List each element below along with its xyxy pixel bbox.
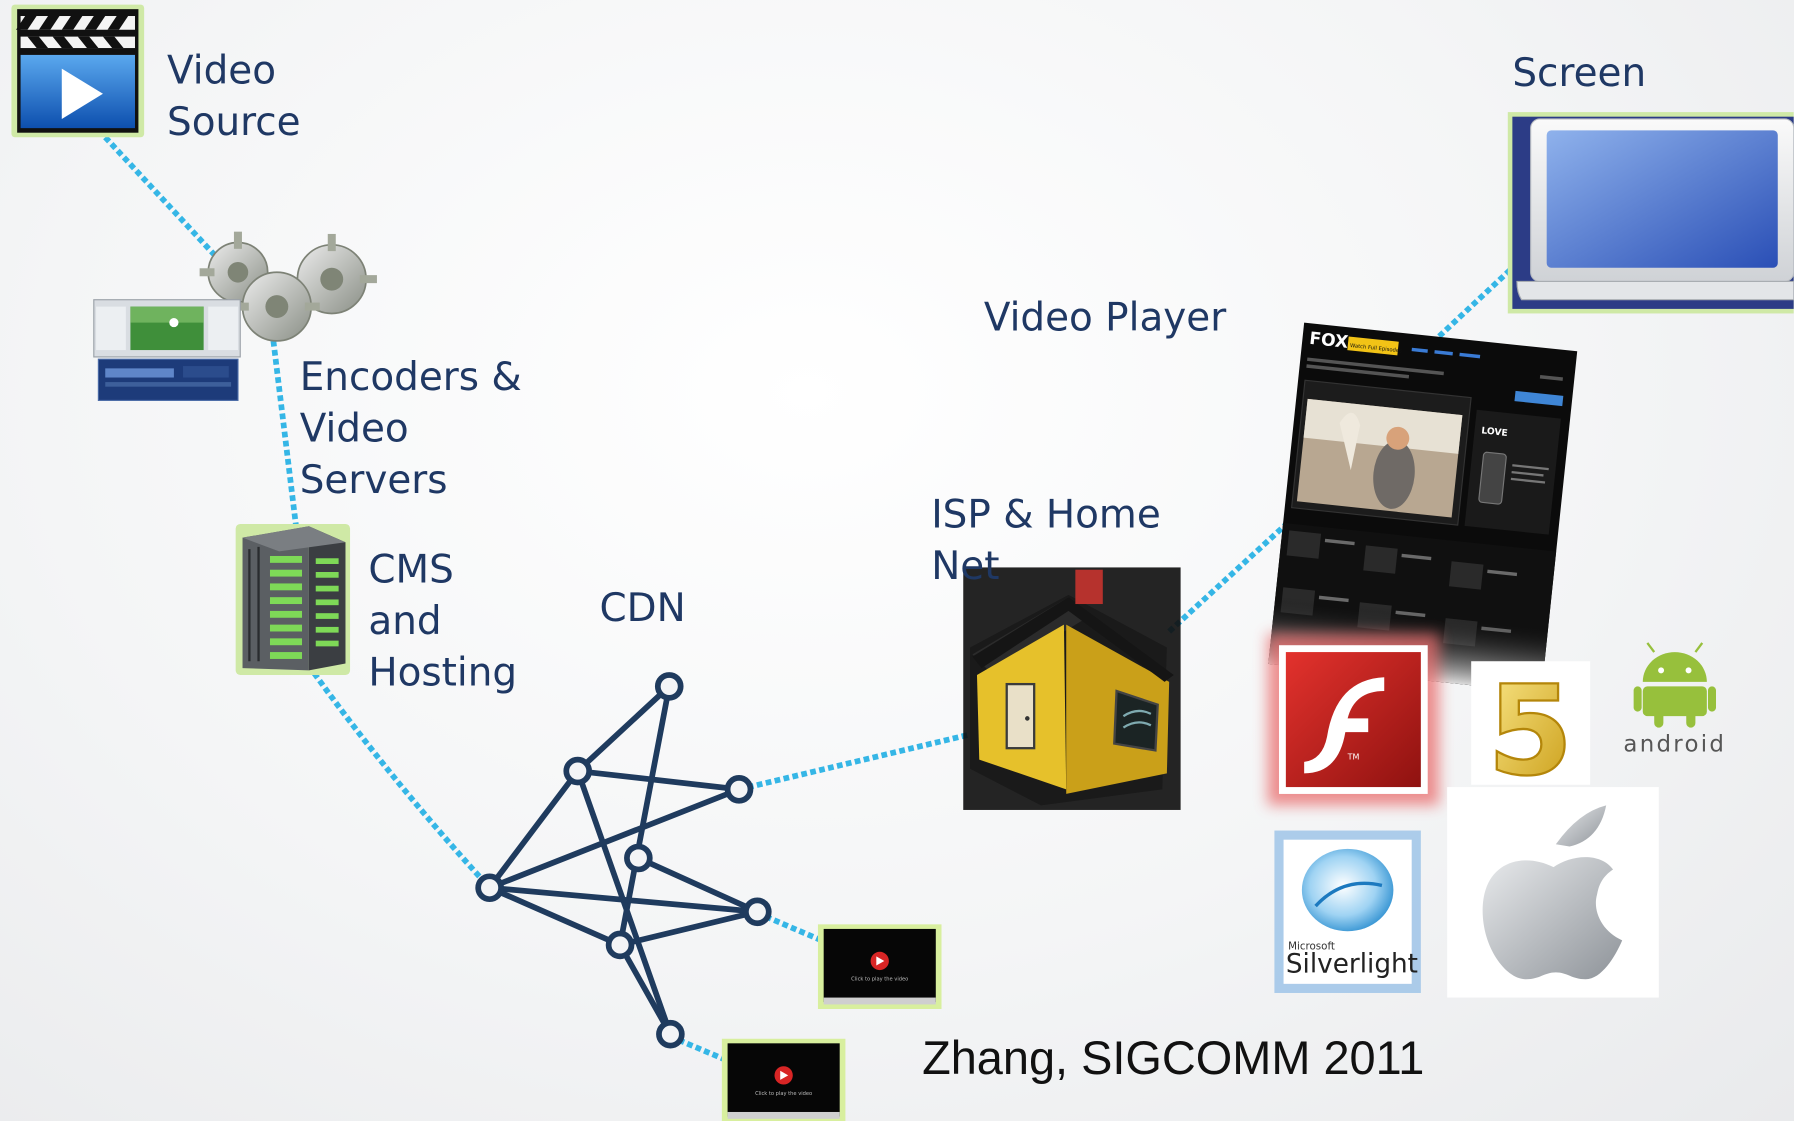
clapperboard-icon: [11, 4, 145, 138]
android-wordmark: android: [1623, 732, 1726, 758]
citation: Zhang, SIGCOMM 2011: [922, 1031, 1425, 1085]
silverlight-logo: Microsoft Silverlight: [1274, 830, 1421, 993]
label-cms: CMS and Hosting: [368, 545, 517, 699]
label-line: Encoders &: [299, 354, 522, 401]
label-line: Hosting: [368, 649, 518, 696]
label-video-source: Video Source: [167, 46, 301, 149]
label-line: ISP & Home: [931, 491, 1161, 538]
cdn-node: [624, 843, 653, 873]
encoder-screenshot: [93, 299, 241, 401]
fox-logo: FOX: [1308, 329, 1349, 353]
cdn-node: [743, 897, 772, 927]
link-encoders-cms: [269, 331, 301, 539]
label-encoders: Encoders & Video Servers: [300, 352, 522, 506]
flash-trademark: TM: [1347, 753, 1360, 762]
label-line: and: [368, 598, 442, 645]
cdn-network: [475, 672, 772, 1049]
mini-player-caption: Click to play the video: [851, 976, 908, 982]
label-line: Source: [167, 99, 301, 146]
house-icon: [963, 567, 1181, 810]
apple-logo: [1447, 787, 1659, 998]
label-line: Servers: [299, 457, 448, 504]
mini-player-2: Click to play the video: [721, 1038, 846, 1121]
laptop-icon: [1507, 112, 1794, 314]
label-line: Video: [167, 48, 277, 94]
flash-logo: TM: [1267, 633, 1440, 806]
label-line: Net: [931, 543, 1000, 590]
mini-player-caption: Click to play the video: [755, 1091, 812, 1097]
label-line: Video: [299, 406, 409, 452]
cdn-node: [654, 672, 684, 701]
watch-episodes-button: Watch Full Episodes: [1350, 343, 1403, 354]
android-logo: android: [1623, 642, 1726, 758]
link-home-player: [1167, 453, 1364, 634]
html5-logo: 5: [1471, 658, 1591, 804]
link-cms-cdn: [306, 664, 492, 890]
label-screen: Screen: [1512, 50, 1647, 97]
html5-digit: 5: [1487, 659, 1573, 803]
cdn-node: [656, 1019, 685, 1049]
label-cdn: CDN: [599, 585, 686, 632]
cdn-node: [475, 873, 504, 903]
link-player-screen: [1437, 267, 1513, 339]
cdn-node: [563, 756, 593, 786]
label-line: CMS: [368, 546, 454, 593]
label-video-player: Video Player: [983, 295, 1227, 341]
link-source-encoders: [103, 135, 227, 268]
server-rack-icon: [235, 523, 351, 675]
mini-player-1: Click to play the video: [817, 924, 942, 1010]
cdn-node: [724, 775, 754, 804]
cdn-node: [605, 930, 635, 960]
label-isp: ISP & Home Net: [931, 490, 1161, 593]
silverlight-brand: Microsoft: [1288, 941, 1335, 953]
silverlight-name: Silverlight: [1286, 949, 1418, 979]
ad-title: LOVE: [1481, 426, 1508, 439]
gears-icon: [199, 231, 377, 342]
